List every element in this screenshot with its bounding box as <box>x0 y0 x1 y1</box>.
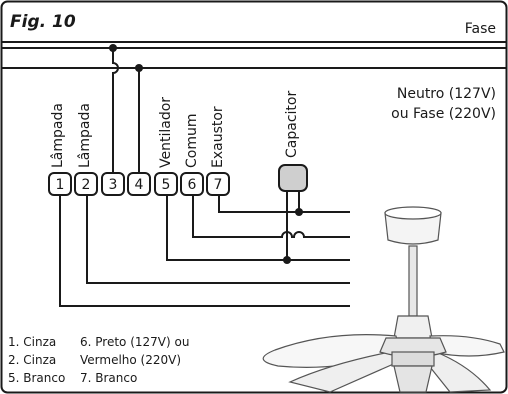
ceiling-fan-icon <box>262 206 505 393</box>
terminal-6-number: 6 <box>187 177 197 193</box>
legend-item: 6. Preto (127V) ou <box>80 335 190 349</box>
terminal-block <box>48 172 230 196</box>
legend-column-1: 1. Cinza 2. Cinza 5. Branco <box>8 333 65 387</box>
neutral-label-line-2: ou Fase (220V) <box>391 106 496 122</box>
figure-title: Fig. 10 <box>10 12 76 32</box>
neutral-label-line-1: Neutro (127V) <box>396 86 496 102</box>
legend-item: 5. Branco <box>8 371 66 385</box>
terminal-6-label: Comum <box>184 113 200 169</box>
terminal-3-number: 3 <box>108 177 118 193</box>
neutral-label: Neutro (127V) ou Fase (220V) <box>391 84 496 124</box>
terminal-2-number: 2 <box>81 177 91 193</box>
terminal-1-label: Lâmpada <box>50 103 66 168</box>
terminal-7-number: 7 <box>213 177 223 193</box>
wire-6 <box>192 195 350 238</box>
legend-item: Vermelho (220V) <box>80 353 182 367</box>
terminal-2-label: Lâmpada <box>77 103 93 168</box>
capacitor-icon <box>278 164 308 192</box>
phase-label: Fase <box>464 21 496 37</box>
legend-item: 1. Cinza <box>8 335 57 349</box>
wire-5 <box>166 195 350 261</box>
wire-5-junction <box>283 256 291 264</box>
terminal-7-label: Exaustor <box>210 106 226 168</box>
wire-2 <box>86 195 350 284</box>
terminal-5-number: 5 <box>161 177 171 193</box>
legend-item: 7. Branco <box>80 371 138 385</box>
capacitor-label: Capacitor <box>284 90 300 158</box>
terminal-1-number: 1 <box>55 177 65 193</box>
wire-1 <box>59 195 350 307</box>
terminal-4-number: 4 <box>134 177 144 193</box>
legend-item: 2. Cinza <box>8 353 57 367</box>
wire-7 <box>218 195 350 213</box>
terminal-3-wire <box>112 48 119 173</box>
wire-7-junction <box>295 208 303 216</box>
legend-column-2: 6. Preto (127V) ou Vermelho (220V) 7. Br… <box>80 333 189 387</box>
terminal-5-label: Ventilador <box>158 96 174 168</box>
